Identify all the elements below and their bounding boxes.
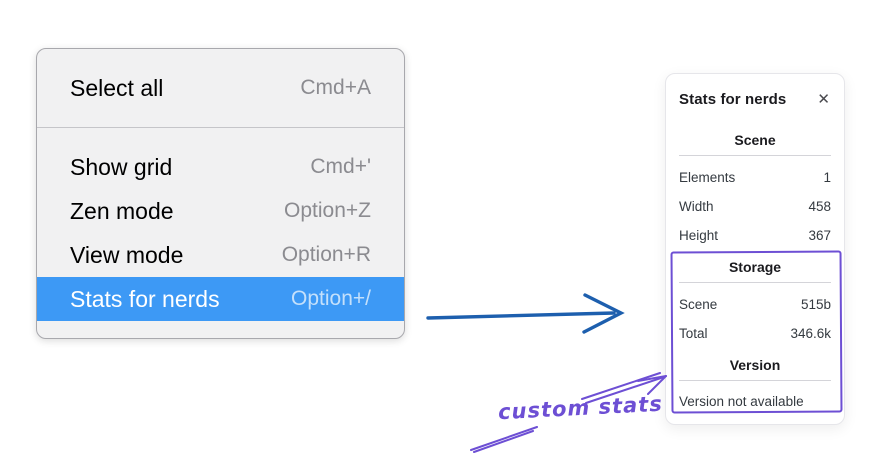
menu-item-label: Stats for nerds bbox=[70, 285, 220, 312]
stats-panel: Stats for nerds ✕ Scene Elements 1 Width… bbox=[665, 73, 845, 425]
stat-label: Total bbox=[679, 325, 708, 341]
menu-item-stats-for-nerds[interactable]: Stats for nerds Option+/ bbox=[37, 277, 404, 321]
context-menu-group-top: Select all Cmd+A bbox=[37, 49, 404, 127]
stat-value: 1 bbox=[823, 169, 831, 185]
menu-item-show-grid[interactable]: Show grid Cmd+' bbox=[37, 145, 404, 189]
menu-item-zen-mode[interactable]: Zen mode Option+Z bbox=[37, 189, 404, 233]
menu-item-shortcut: Option+/ bbox=[291, 287, 371, 310]
stat-row-elements: Elements 1 bbox=[679, 163, 831, 192]
menu-item-label: View mode bbox=[70, 241, 184, 268]
menu-item-shortcut: Cmd+A bbox=[300, 76, 371, 99]
stat-label: Elements bbox=[679, 169, 736, 185]
context-menu: Select all Cmd+A Show grid Cmd+' Zen mod… bbox=[36, 48, 405, 339]
stat-value: 346.6k bbox=[790, 325, 831, 341]
stats-panel-title: Stats for nerds bbox=[679, 90, 787, 108]
stat-label: Height bbox=[679, 227, 719, 243]
stat-row-total-storage: Total 346.6k bbox=[679, 319, 831, 348]
stat-row-width: Width 458 bbox=[679, 192, 831, 221]
stat-value: 458 bbox=[808, 198, 831, 214]
menu-item-view-mode[interactable]: View mode Option+R bbox=[37, 233, 404, 277]
section-header-version: Version bbox=[729, 356, 781, 373]
stat-row-height: Height 367 bbox=[679, 221, 831, 250]
stat-row-scene-storage: Scene 515b bbox=[679, 290, 831, 319]
stat-value: 515b bbox=[800, 296, 831, 312]
menu-item-shortcut: Option+Z bbox=[284, 199, 371, 222]
close-icon[interactable]: ✕ bbox=[817, 89, 830, 108]
section-rule bbox=[679, 379, 831, 381]
stat-label: Scene bbox=[679, 296, 718, 312]
menu-item-shortcut: Option+R bbox=[281, 243, 371, 266]
menu-item-label: Zen mode bbox=[70, 197, 174, 224]
stat-label: Width bbox=[679, 198, 714, 214]
blue-arrow bbox=[426, 293, 625, 334]
stats-panel-header: Stats for nerds ✕ bbox=[679, 88, 831, 110]
custom-stats-arrow bbox=[470, 372, 667, 453]
section-rule bbox=[679, 155, 831, 156]
menu-item-shortcut: Cmd+' bbox=[310, 155, 371, 178]
section-rule bbox=[679, 281, 831, 283]
menu-item-label: Show grid bbox=[70, 153, 173, 180]
version-note: Version not available bbox=[679, 394, 804, 410]
menu-item-select-all[interactable]: Select all Cmd+A bbox=[37, 66, 404, 110]
section-header-storage: Storage bbox=[728, 258, 782, 275]
context-menu-group-view: Show grid Cmd+' Zen mode Option+Z View m… bbox=[37, 128, 404, 338]
menu-item-label: Select all bbox=[70, 74, 164, 101]
custom-stats-annotation: custom stats bbox=[497, 391, 664, 425]
section-header-scene: Scene bbox=[734, 132, 776, 148]
menu-separator bbox=[37, 127, 404, 128]
stat-value: 367 bbox=[808, 227, 831, 243]
